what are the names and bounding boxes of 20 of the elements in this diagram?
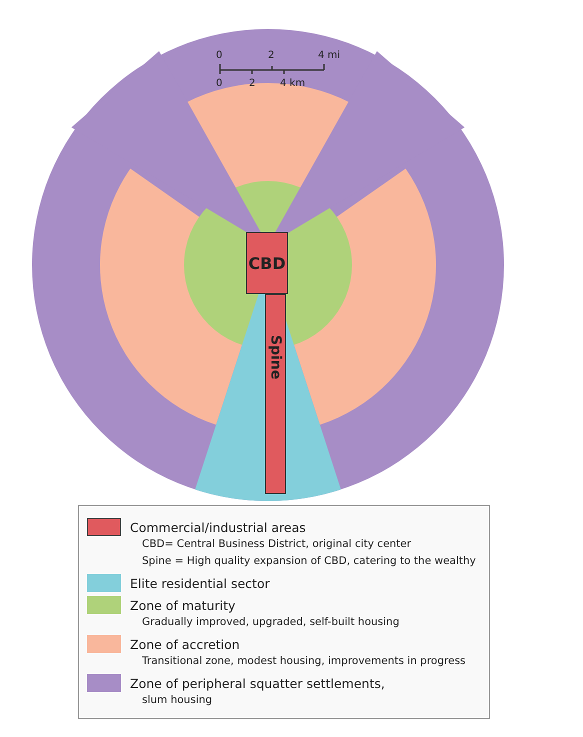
legend-label: Commercial/industrial areas: [130, 520, 306, 534]
zone-label: Spine: [268, 335, 284, 380]
scale-label: 2: [268, 50, 274, 61]
scale-label: 2: [249, 78, 256, 89]
legend-description: Gradually improved, upgraded, self-built housing: [142, 615, 400, 630]
scale-label: 4 km: [280, 78, 306, 89]
legend-label: Zone of accretion: [130, 636, 240, 652]
legend-label: Zone of peripheral squatter settlements,: [130, 676, 385, 690]
legend-description: Spine = High quality expansion of CBD, catering to the wealthy: [142, 554, 477, 569]
scale-label: 0: [216, 78, 222, 89]
legend-description: slum housing: [142, 693, 214, 708]
scale-label: 0: [216, 50, 222, 61]
zone-label: CBD: [248, 254, 286, 272]
corridor-strip: [265, 294, 286, 494]
legend-label: Zone of maturity: [130, 598, 236, 612]
legend-label: Elite residential sector: [130, 576, 270, 590]
legend-description: CBD= Central Business District, original city center: [142, 537, 412, 552]
legend-description: Transitional zone, modest housing, improvements in progress: [142, 654, 467, 669]
district-block: [246, 232, 288, 294]
scale-label: 4 mi: [318, 50, 340, 61]
